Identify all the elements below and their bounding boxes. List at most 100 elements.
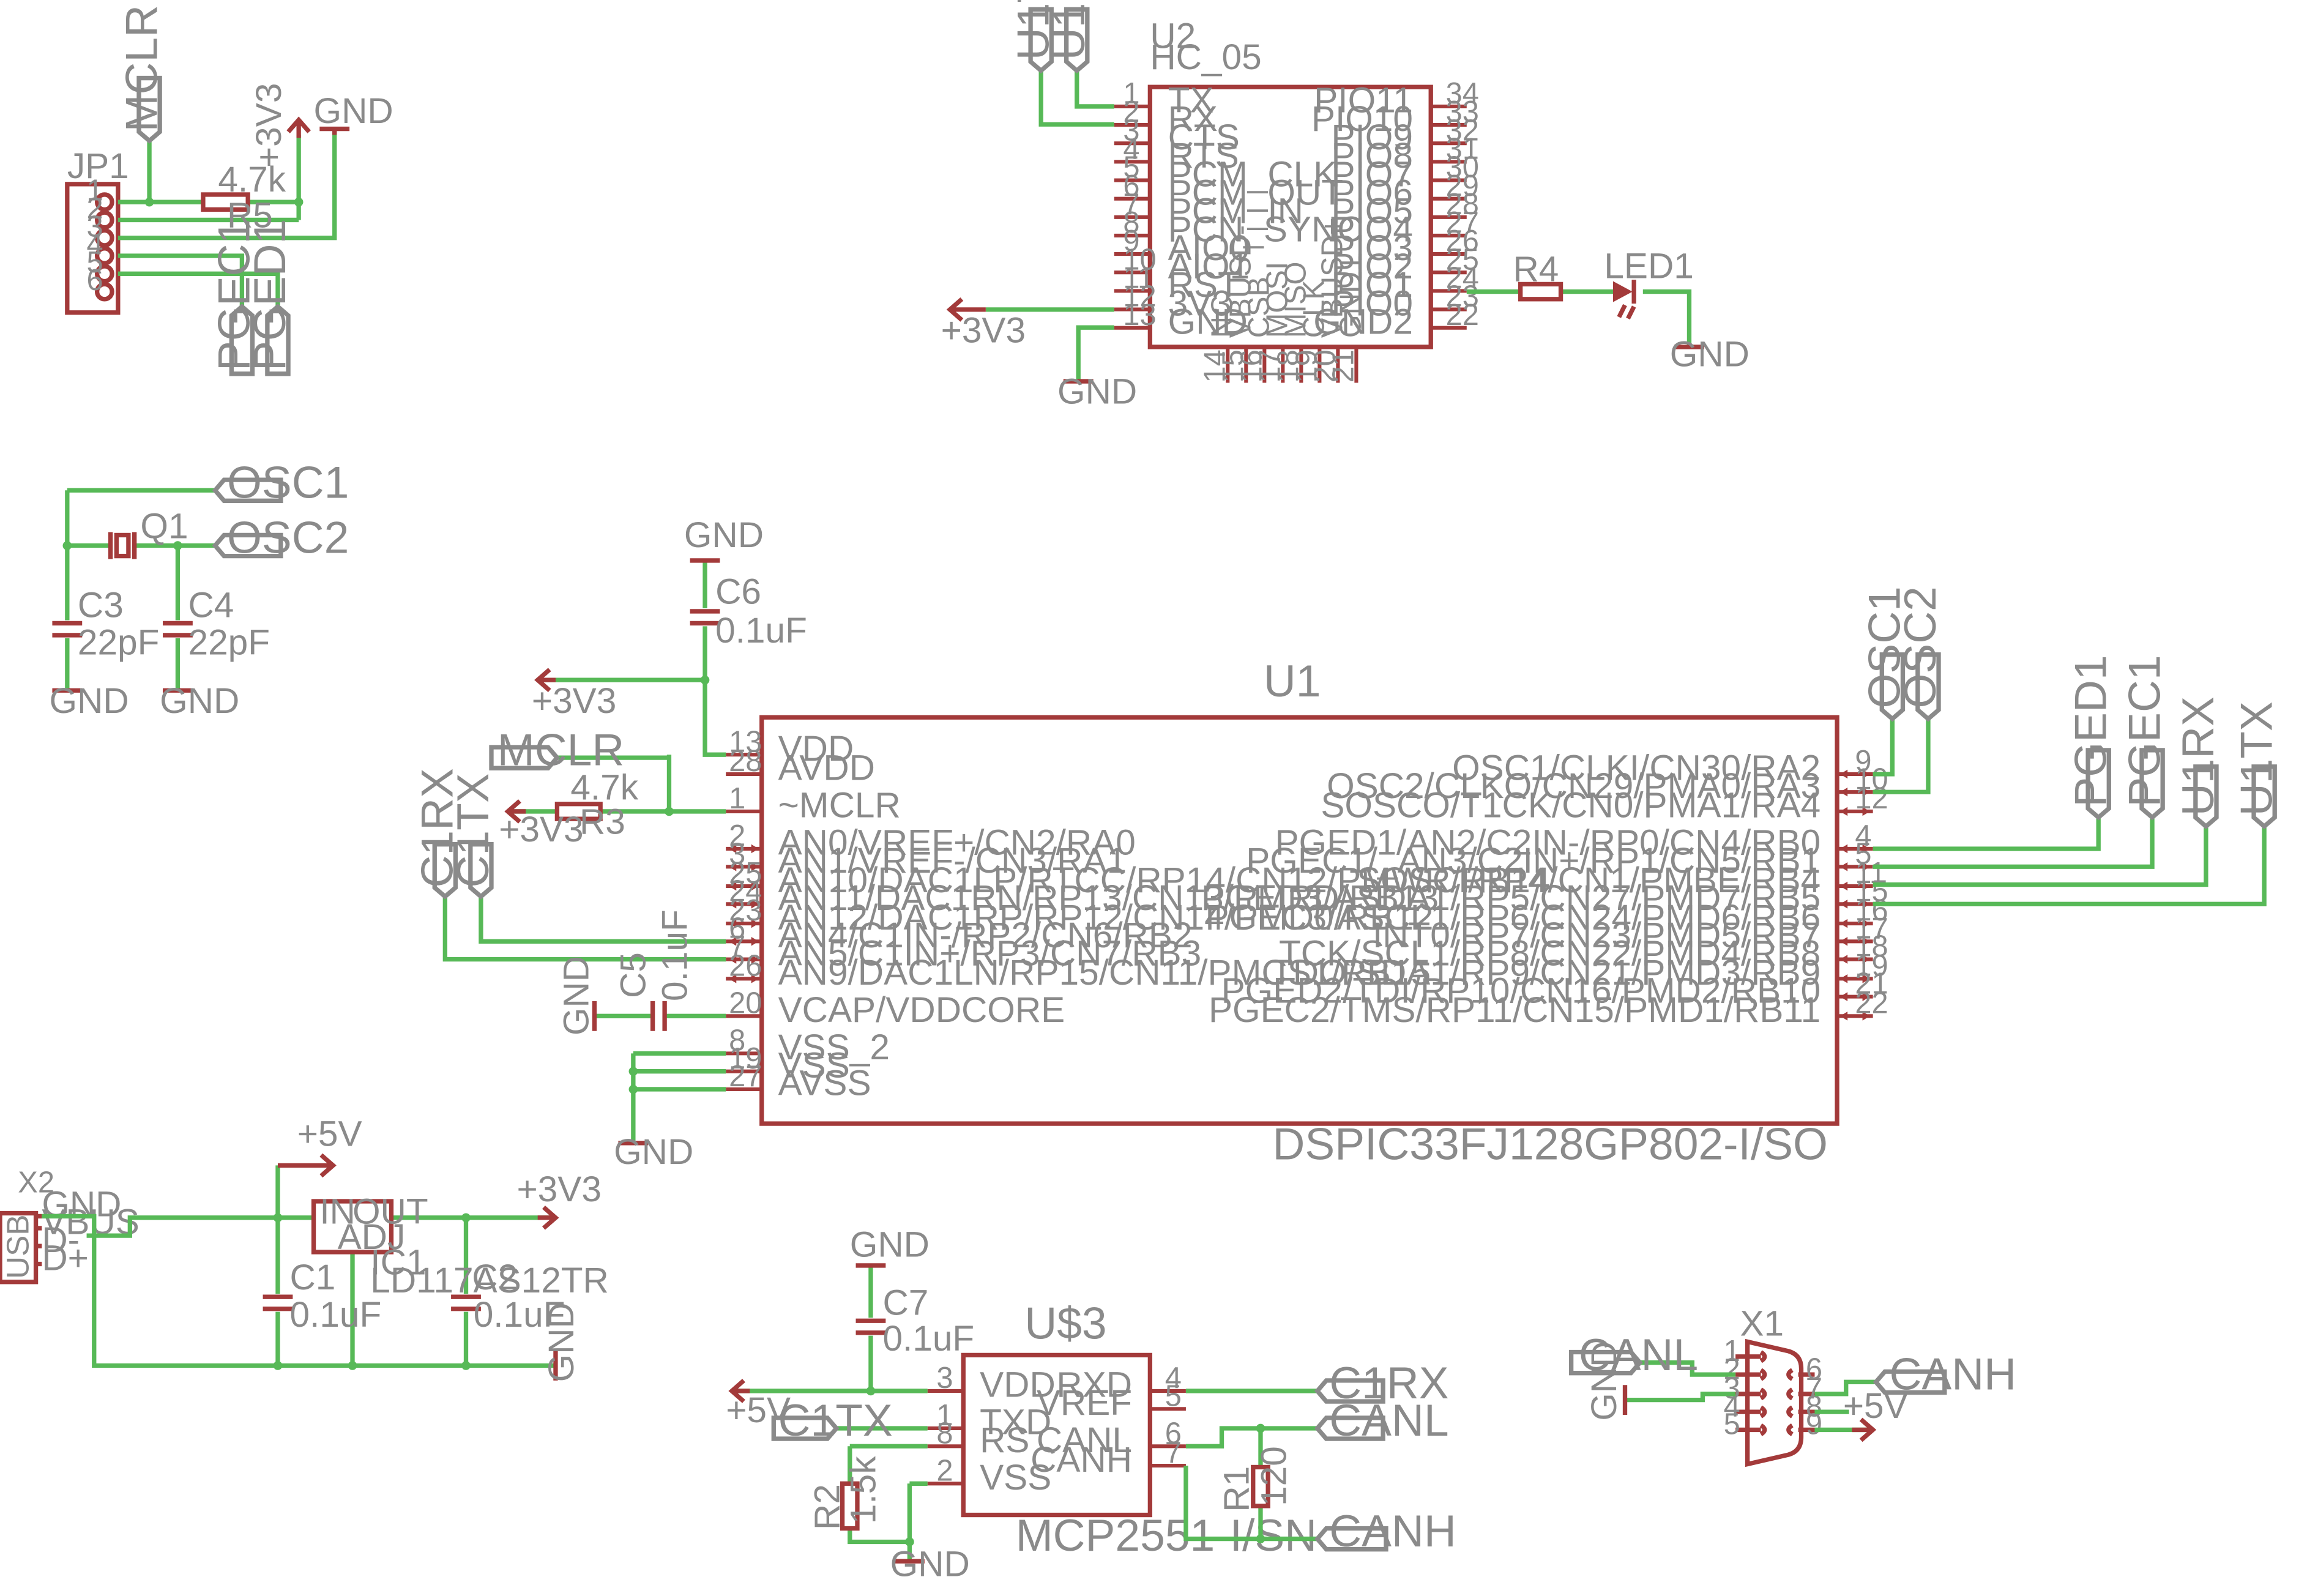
canh-label-u3[interactable]: CANH [1314, 1506, 1456, 1556]
r3-resistor[interactable]: 4.7k R3 [554, 767, 639, 842]
svg-text:OSC2: OSC2 [1895, 586, 1945, 708]
svg-text:+3V3: +3V3 [499, 810, 583, 849]
u2-pin-name: PIO0 [1331, 283, 1412, 323]
mclr-label-top[interactable]: MCLR [116, 5, 166, 144]
jp1-pin2: 2 [87, 192, 103, 225]
pgec1-label-jp1[interactable]: PGEC1 [209, 219, 259, 376]
svg-text:OSC1: OSC1 [1860, 586, 1910, 708]
c4-value: 22pF [188, 623, 270, 663]
usb-3v3-supply: +3V3 [516, 1169, 602, 1230]
pgec1-label-u1[interactable]: PGEC1 [2119, 655, 2169, 821]
svg-text:MCLR: MCLR [498, 725, 624, 775]
c6-capacitor[interactable]: C6 0.1uF [690, 572, 807, 651]
usb-gnd-symbol: GND [542, 1302, 581, 1382]
c1-capacitor[interactable]: C1 0.1uF [263, 1258, 382, 1335]
mclr-label-top-text: MCLR [116, 5, 166, 132]
x2-usb-connector[interactable]: USB X2 GND VBUS D- D+ [0, 1166, 140, 1285]
c6-name: C6 [715, 572, 761, 612]
u2-pin-number: 27 [1446, 206, 1479, 239]
u1-bidir-marker [1839, 919, 1870, 928]
svg-text:GND: GND [50, 681, 129, 721]
u1-pin-name: AN10/DAC1LP/RTCC/RP14/CN12/PMWR/RB14 [778, 860, 1551, 900]
svg-text:C1TX: C1TX [778, 1395, 893, 1445]
u1-pin-number: 9 [1855, 745, 1871, 778]
svg-text:1: 1 [1724, 1335, 1740, 1368]
u2-pin-name: PIO1 [1331, 265, 1412, 305]
r3-3v3-supply: +3V3 [499, 799, 584, 849]
c5-capacitor[interactable]: C5 0.1uF [613, 909, 695, 1031]
u3-pin-number: 8 [936, 1417, 953, 1450]
led1-diode[interactable]: LED1 [1604, 247, 1694, 320]
u1rx-label-u1[interactable]: U1RX [2173, 696, 2223, 830]
x1-name: X1 [1740, 1304, 1784, 1344]
c2-capacitor[interactable]: C2 0.1uF [451, 1258, 565, 1335]
osc2-label-u1[interactable]: OSC2 [1895, 586, 1945, 722]
c5-gnd-symbol: GND [557, 956, 597, 1035]
u1-pin-name: AN9/DAC1LN/RP15/CN11/PMCS1/RB15 [778, 953, 1431, 993]
r2-resistor[interactable]: R2 1.5k [808, 1456, 884, 1531]
u1-pin-name: VCAP/VDDCORE [778, 990, 1065, 1030]
u2-pin-number: 31 [1446, 132, 1479, 165]
u2-pin-name: GND [1168, 302, 1248, 341]
svg-text:2: 2 [1724, 1352, 1740, 1385]
u1tx-label-u2[interactable]: U1TX [1008, 0, 1058, 74]
u3-pin-number: 5 [1165, 1379, 1182, 1412]
canl-label-x1[interactable]: CANL [1568, 1330, 1699, 1380]
q1-name: Q1 [140, 506, 188, 546]
osc1-label-u1[interactable]: OSC1 [1860, 586, 1910, 722]
usb-wires [42, 1165, 556, 1370]
u2-pin-name: AIO0 [1168, 228, 1250, 268]
led1-name: LED1 [1604, 247, 1694, 286]
u2-pin-name: PIO7 [1331, 154, 1412, 194]
c7-capacitor[interactable]: C7 0.1uF [855, 1283, 975, 1359]
ic1-regulator[interactable]: IN OUT ADJ IC1 LD117AS12TR [311, 1192, 609, 1300]
c1rx-label-u1[interactable]: C1RX [412, 768, 463, 900]
u1-pin-name: PGEC1/_AN3/C2IN+/RP1/CN5/RB1 [1246, 841, 1820, 881]
c1tx-label-u3[interactable]: C1TX [771, 1395, 893, 1445]
c2-name: C2 [472, 1258, 518, 1297]
u1-bidir-marker [729, 844, 759, 854]
u1-pin-name: ~MCLR [778, 786, 901, 826]
jp1-gnd-symbol: GND [314, 91, 393, 135]
u1-pin-name: SOSCI/RP4/CN1/PMBE/RB4 [1357, 860, 1820, 900]
u1-pin-name: AVDD [778, 748, 875, 788]
svg-text:PGED1: PGED1 [2065, 655, 2115, 807]
u2-pin-number: 21 [1327, 349, 1360, 382]
u2-pin-number: 6 [1123, 170, 1139, 203]
u1tx-label-u1[interactable]: U1TX [2231, 701, 2281, 830]
svg-text:CANL: CANL [1579, 1330, 1698, 1380]
u2-bottom-pins: 14NC15VBUSD-16CSB17MOSI18MISO19CLK20VBUS… [1198, 218, 1368, 383]
c1tx-label-u1[interactable]: C1TX [448, 773, 498, 900]
osc1-label-left[interactable]: OSC1 [212, 457, 349, 507]
canh-label-x1[interactable]: CANH [1873, 1349, 2016, 1400]
u1-bidir-marker [729, 881, 759, 891]
u1-bidir-marker [1839, 1012, 1870, 1021]
x1-db9-connector[interactable]: X1 1 2 3 4 5 6 7 8 9 [1724, 1304, 1822, 1467]
r4-resistor[interactable]: R4 [1513, 250, 1563, 302]
r5-value: 4.7k [218, 160, 286, 200]
u2-pin-number: 26 [1446, 225, 1479, 258]
mclr-label-u1[interactable]: MCLR [489, 725, 624, 775]
q1-crystal[interactable]: Q1 [108, 506, 188, 559]
pged1-label-u1[interactable]: PGED1 [2065, 655, 2115, 821]
u1rx-label-u2[interactable]: U1RX [1044, 0, 1094, 74]
c3-name: C3 [78, 586, 124, 625]
c4-capacitor[interactable]: C4 22pF [163, 586, 270, 663]
svg-text:3: 3 [1724, 1372, 1740, 1405]
c1rx-label-u3[interactable]: C1RX [1314, 1358, 1449, 1408]
u1-pin-number: 19 [729, 1042, 762, 1075]
r1-resistor[interactable]: R1 120 [1217, 1446, 1294, 1512]
ic1-name: IC1 [370, 1243, 426, 1283]
c3-capacitor[interactable]: C3 22pF [52, 586, 159, 663]
pged1-label-jp1[interactable]: PGED1 [245, 219, 295, 376]
jp1-header[interactable]: JP1 1 2 3 4 5 6 [65, 146, 129, 315]
u2-pin-name: GND1 [1335, 255, 1368, 338]
r5-resistor[interactable]: 4.7k R5 [201, 160, 286, 236]
u2-pin-name: CSB [1243, 277, 1276, 338]
canl-label-u3[interactable]: CANL [1314, 1395, 1449, 1445]
osc2-label-left[interactable]: OSC2 [212, 513, 349, 563]
